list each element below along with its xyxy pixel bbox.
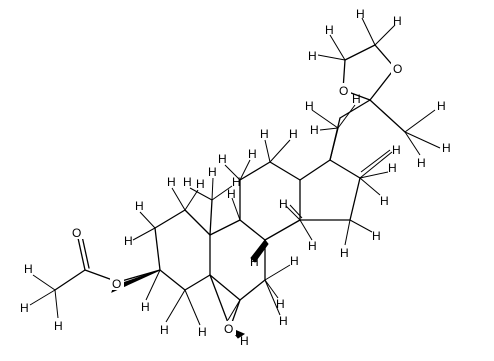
atom-H: H [208, 165, 217, 179]
atom-H: H [124, 234, 133, 248]
atom-O-dioxolane-upper: O [393, 62, 402, 76]
atom-H: H [24, 262, 33, 276]
atom-H: H [240, 334, 249, 348]
atom-H: H [290, 254, 299, 268]
atom-O-dioxolane-left: O [339, 84, 348, 98]
oxygen-labels: O O O O O [70, 61, 405, 336]
atom-H: H [372, 229, 381, 243]
atom-H: H [308, 239, 317, 253]
atom-H: H [388, 161, 397, 175]
skeleton-bonds [54, 44, 406, 329]
atom-H: H [135, 199, 144, 213]
atom-H: H [289, 127, 298, 141]
atom-H: H [352, 92, 361, 106]
atom-H: H [20, 301, 29, 315]
atom-H: H [54, 319, 63, 333]
atom-H: H [380, 194, 389, 208]
atom-H: H [250, 255, 259, 269]
atom-O-epoxide: O [224, 322, 233, 336]
stereo-bonds [111, 149, 393, 339]
atom-H: H [325, 23, 334, 37]
atom-H: H [141, 300, 150, 314]
atom-H: H [248, 147, 257, 161]
atom-H: H [198, 325, 207, 339]
atom-H: H [305, 99, 314, 113]
atom-O-acetate-ester: O [112, 277, 121, 291]
atom-H: H [218, 152, 227, 166]
atom-H: H [279, 197, 288, 211]
atom-H: H [308, 49, 317, 63]
atom-H: H [417, 156, 426, 170]
atom-H: H [227, 187, 236, 201]
atom-H: H [167, 175, 176, 189]
atom-H: H [392, 143, 401, 157]
atom-H: H [232, 175, 241, 189]
atom-H: H [160, 323, 169, 337]
atom-H: H [437, 99, 446, 113]
atom-H: H [310, 123, 319, 137]
atom-H: H [276, 297, 285, 311]
hydrogen-bonds [29, 17, 441, 326]
atom-H: H [393, 14, 402, 28]
atom-H: H [442, 141, 451, 155]
atom-H: H [260, 127, 269, 141]
hydrogen-labels: H H H H H H H H H H H H H H H H H H H H … [20, 7, 451, 348]
atom-H: H [183, 175, 192, 189]
atom-H: H [340, 246, 349, 260]
atom-O-acetate-carbonyl: O [72, 226, 81, 240]
atom-H: H [279, 314, 288, 328]
atom-H: H [196, 177, 205, 191]
atom-H: H [356, 7, 365, 21]
